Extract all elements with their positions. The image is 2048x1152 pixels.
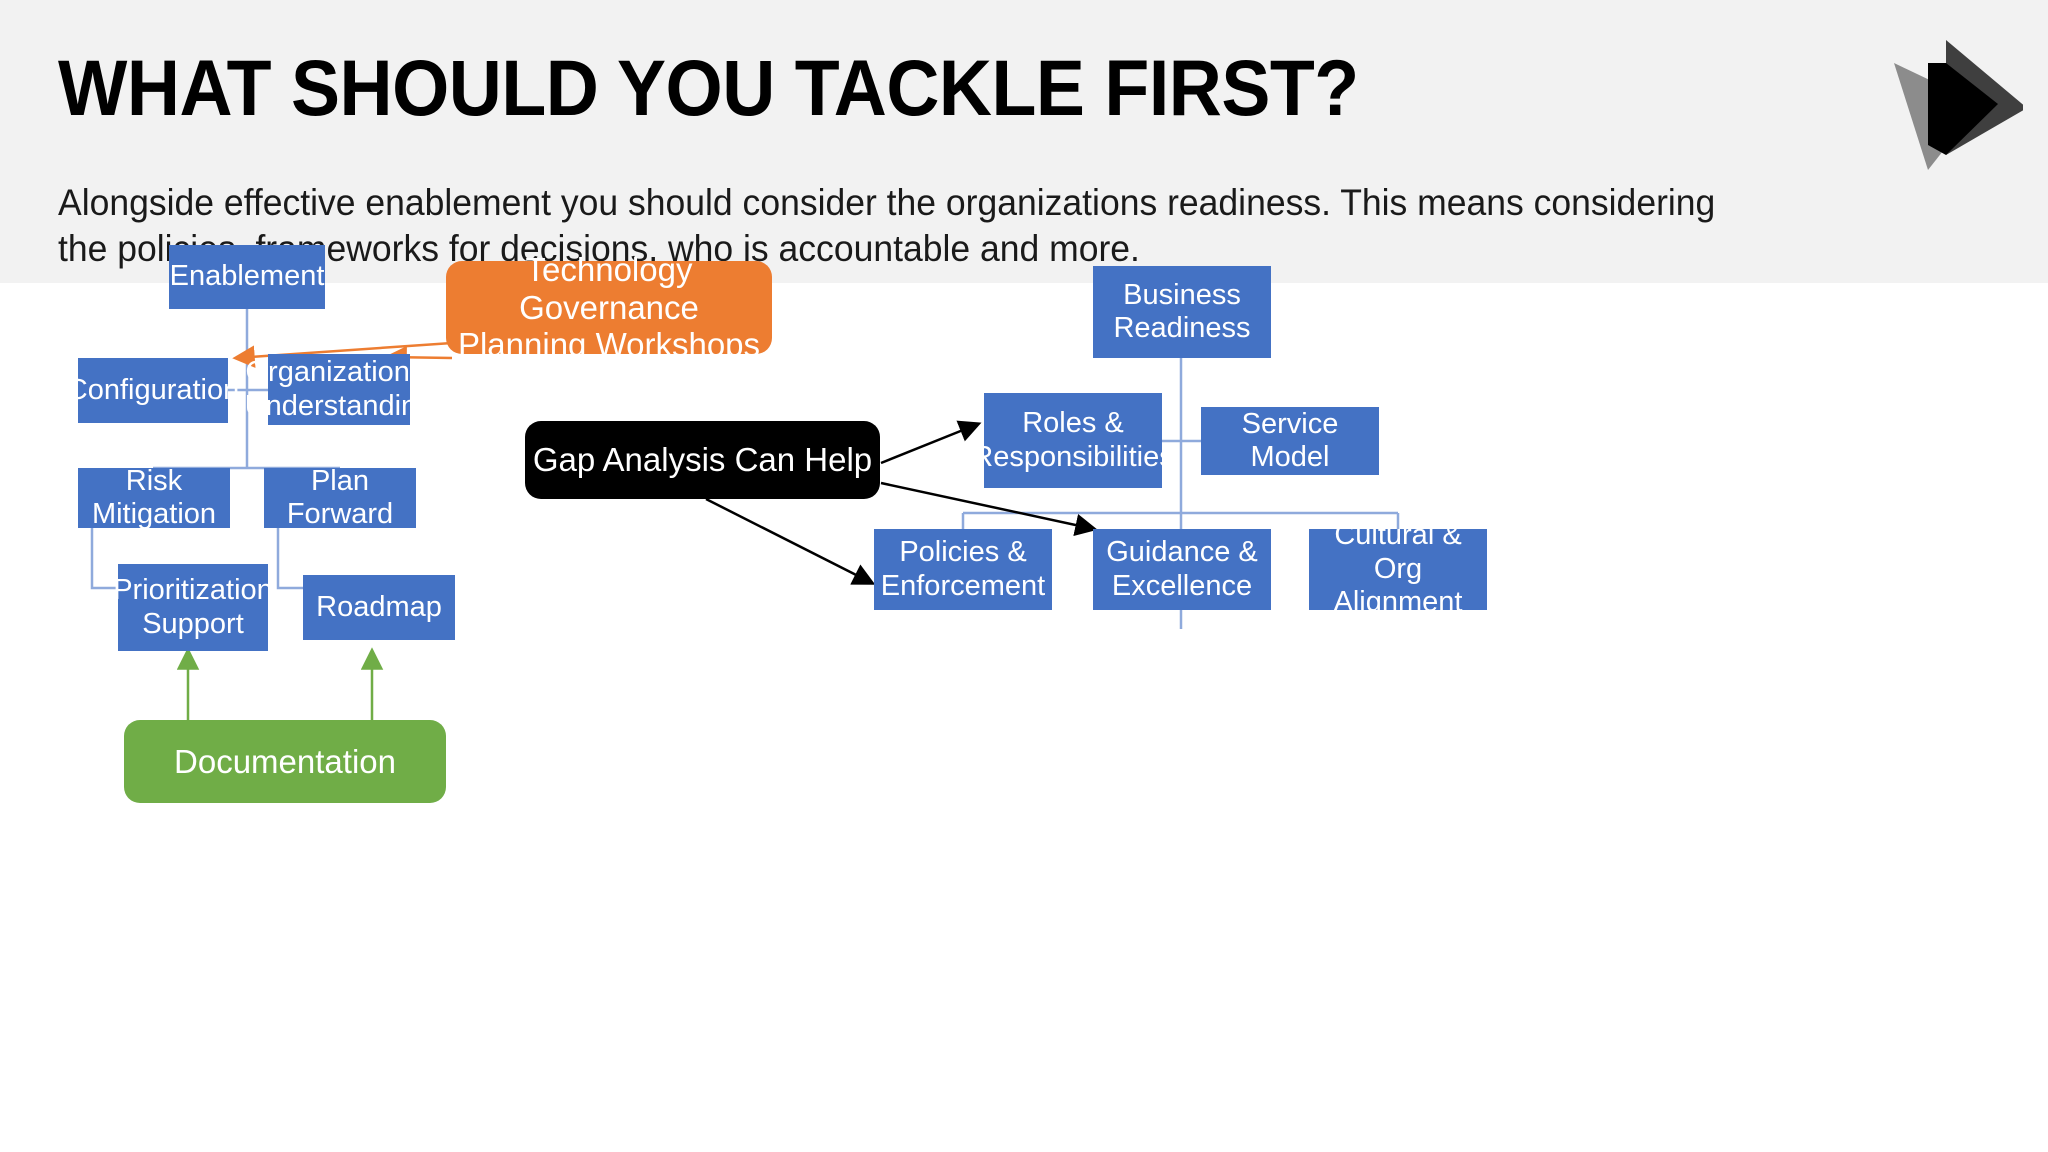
node-roadmap-label: Roadmap [316,590,442,623]
node-policies-enforcement-line2: Enforcement [880,569,1046,602]
node-configuration-label: Configuration [66,373,240,406]
node-roles-responsibilities-line2: Responsibilities [972,440,1174,473]
node-policies-enforcement[interactable]: Policies & Enforcement [874,529,1052,610]
node-roles-responsibilities-line1: Roles & [1022,407,1124,440]
node-business-readiness[interactable]: Business Readiness [1093,266,1271,358]
node-risk-mitigation[interactable]: Risk Mitigation [78,465,230,530]
page-subtitle: Alongside effective enablement you shoul… [58,182,1716,270]
node-roadmap[interactable]: Roadmap [303,575,455,640]
node-prioritization-support[interactable]: Prioritization Support [113,564,273,651]
node-cultural-org-alignment[interactable]: Cultural & Org Alignment [1309,519,1487,618]
node-prioritization-support-line1: Prioritization [113,574,273,607]
node-enablement[interactable]: Enablement [169,245,325,309]
left-tree-connectors [90,309,342,590]
diagram-area: Enablement Configuration Organizational … [0,245,2048,1152]
node-business-readiness-line2: Readiness [1113,312,1251,344]
node-prioritization-support-line2: Support [142,607,244,640]
node-plan-forward[interactable]: Plan Forward [264,465,416,530]
callout-workshops-line1: Technology Governance [519,250,699,326]
node-plan-forward-label: Plan Forward [286,464,394,530]
node-guidance-excellence-line2: Excellence [1111,569,1253,602]
node-business-readiness-line1: Business [1123,278,1241,311]
slide-header: WHAT SHOULD YOU TACKLE FIRST? Alongside … [0,0,2048,283]
node-cultural-org-alignment-line2: Alignment [1333,586,1463,619]
node-service-model-label: Service Model [1241,407,1339,473]
node-configuration[interactable]: Configuration [67,358,239,423]
node-guidance-excellence[interactable]: Guidance & Excellence [1093,529,1271,610]
node-service-model[interactable]: Service Model [1201,407,1379,475]
documentation-arrows [176,647,384,720]
node-enablement-label: Enablement [169,260,325,293]
node-roles-responsibilities[interactable]: Roles & Responsibilities [972,393,1174,488]
node-organizational-understanding[interactable]: Organizational Understanding [245,354,433,425]
node-risk-mitigation-label: Risk Mitigation [91,464,217,530]
node-cultural-org-alignment-line1: Cultural & Org [1334,519,1462,585]
page-title: WHAT SHOULD YOU TACKLE FIRST? [58,43,1359,132]
callout-gap-analysis-label: Gap Analysis Can Help [532,441,873,479]
node-documentation[interactable]: Documentation [124,720,446,803]
node-policies-enforcement-line1: Policies & [899,536,1027,569]
node-organizational-understanding-line1: Organizational [245,356,433,389]
callout-workshops[interactable]: Technology Governance Planning Workshops [446,251,772,363]
node-documentation-label: Documentation [174,742,396,780]
play-triangle-logo [1894,40,2023,170]
callout-gap-analysis[interactable]: Gap Analysis Can Help [525,421,880,499]
node-organizational-understanding-line2: Understanding [244,389,434,422]
node-guidance-excellence-line1: Guidance & [1106,536,1258,569]
callout-workshops-line2: Planning Workshops [457,326,761,364]
